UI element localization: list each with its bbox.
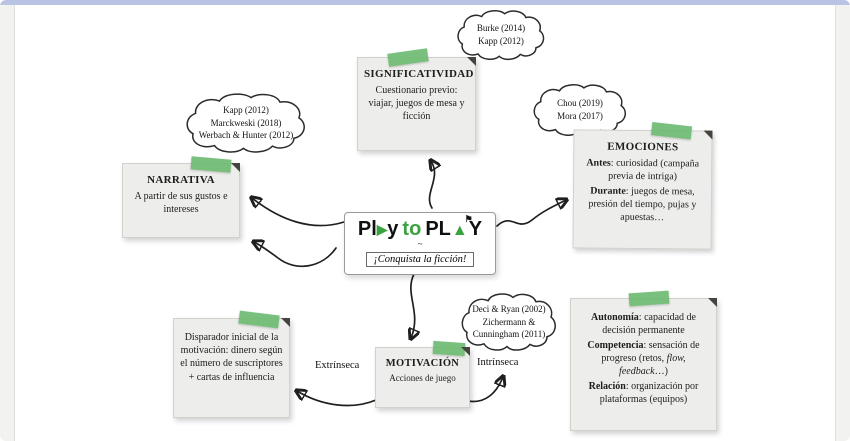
citation: Kapp (2012) — [223, 105, 269, 116]
citation: Deci & Ryan (2002) — [472, 304, 546, 315]
citation: Zichermann & — [482, 316, 536, 327]
folded-corner-icon — [281, 318, 290, 327]
note-disparador: Disparador inicial de la motivación: din… — [173, 310, 290, 418]
ornament-squiggle: ~ — [417, 239, 423, 249]
cloud-shape-icon — [459, 292, 559, 352]
note-title: NARRATIVA — [147, 174, 215, 186]
citation: Mora (2017) — [557, 111, 603, 121]
citation: Cunningham (2011) — [472, 329, 546, 340]
line-text: : curiosidad (campaña previa de intriga) — [608, 157, 700, 183]
citation: Chou (2019) — [557, 98, 603, 109]
line-text: : capacidad de decisión permanente — [602, 312, 696, 336]
flag-icon: ⚑ — [464, 214, 473, 224]
term-bold: Durante — [590, 185, 626, 197]
tape-icon — [628, 290, 670, 307]
logo-text: PL — [425, 218, 451, 240]
left-gutter — [0, 5, 15, 441]
tape-icon — [650, 122, 693, 140]
line-text: : organización por plataformas (equipos) — [599, 381, 699, 405]
citation: Werbach & Hunter (2012) — [198, 130, 294, 141]
tape-icon — [238, 310, 280, 329]
arrow-center-to-emociones — [496, 200, 566, 227]
note-body: Disparador inicial de la motivación: din… — [180, 332, 283, 383]
term-bold: Competencia — [587, 340, 644, 351]
thought-cloud-motivacion: Deci & Ryan (2002) Zichermann & Cunningh… — [459, 292, 559, 352]
logo-to-text: to — [402, 218, 422, 240]
cloud-shape-icon — [183, 92, 309, 154]
folded-corner-icon — [703, 130, 713, 140]
citation: Kapp (2012) — [478, 36, 524, 46]
tape-icon — [387, 48, 429, 67]
note-line: Durante: juegos de mesa, presión del tie… — [580, 184, 705, 224]
label-extrinseca: Extrínseca — [315, 360, 360, 371]
label-intrinseca: Intrínseca — [477, 357, 519, 368]
logo-subtitle: ¡Conquista la ficción! — [365, 252, 475, 268]
logo-text: Y — [468, 218, 483, 240]
note-significatividad: SIGNIFICATIVIDAD Cuestionario previo: vi… — [357, 48, 476, 151]
tape-icon — [190, 156, 232, 173]
note-emociones: EMOCIONES Antes: curiosidad (campaña pre… — [572, 122, 713, 250]
italic-text: flow, feedback — [619, 353, 686, 377]
logo-text: Pl — [357, 218, 377, 240]
note-motivacion: MOTIVACIÓN Acciones de juego — [375, 340, 470, 408]
note-title: SIGNIFICATIVIDAD — [364, 68, 474, 80]
arrow-center-to-significatividad — [429, 161, 434, 209]
arrow-center-to-narrativa-lower — [254, 242, 337, 268]
note-body: A partir de sus gustos e intereses — [134, 191, 228, 216]
citation: Marckweski (2018) — [210, 117, 282, 128]
arrow-motivacion-intrinseca — [467, 377, 503, 403]
note-line: Competencia: sensación de progreso (reto… — [577, 339, 710, 378]
line-text: …) — [654, 366, 668, 377]
arrow-center-to-narrativa — [252, 198, 345, 227]
term-bold: Relación — [588, 381, 626, 392]
cloud-shape-icon — [455, 9, 547, 61]
logo-text: y — [387, 218, 399, 240]
folded-corner-icon — [708, 298, 717, 307]
citation: Burke (2014) — [476, 23, 526, 34]
folded-corner-icon — [461, 347, 470, 356]
arrow-motivacion-extrinseca — [297, 391, 377, 407]
note-line: Autonomía: capacidad de decisión permane… — [577, 311, 710, 337]
note-title: EMOCIONES — [607, 140, 679, 154]
window-top-edge — [0, 0, 850, 5]
thought-cloud-narrativa: Kapp (2012) Marckweski (2018) Werbach & … — [183, 92, 309, 154]
note-line: Antes: curiosidad (campaña previa de int… — [580, 156, 705, 183]
right-gutter — [835, 5, 850, 441]
folded-corner-icon — [467, 57, 476, 66]
folded-corner-icon — [231, 163, 240, 172]
term-bold: Autonomía — [591, 312, 639, 323]
note-line: Relación: organización por plataformas (… — [577, 380, 710, 406]
note-title: MOTIVACIÓN — [385, 358, 460, 369]
arrow-center-to-motivacion — [411, 273, 415, 338]
thought-cloud-significatividad: Burke (2014) Kapp (2012) — [455, 9, 547, 61]
term-bold: Antes — [586, 157, 611, 169]
meeple-icon: ▲⚑ — [451, 215, 473, 239]
line-text: : sensación de progreso (retos, — [601, 340, 700, 364]
note-body: Cuestionario previo: viajar, juegos de m… — [368, 85, 465, 123]
note-autonomia: Autonomía: capacidad de decisión permane… — [570, 290, 717, 431]
play-triangle-icon: ▶ — [376, 222, 388, 237]
note-narrativa: NARRATIVA A partir de sus gustos e inter… — [122, 156, 240, 238]
note-body: Acciones de juego — [389, 373, 456, 383]
meeple-body: ▲ — [451, 222, 468, 239]
